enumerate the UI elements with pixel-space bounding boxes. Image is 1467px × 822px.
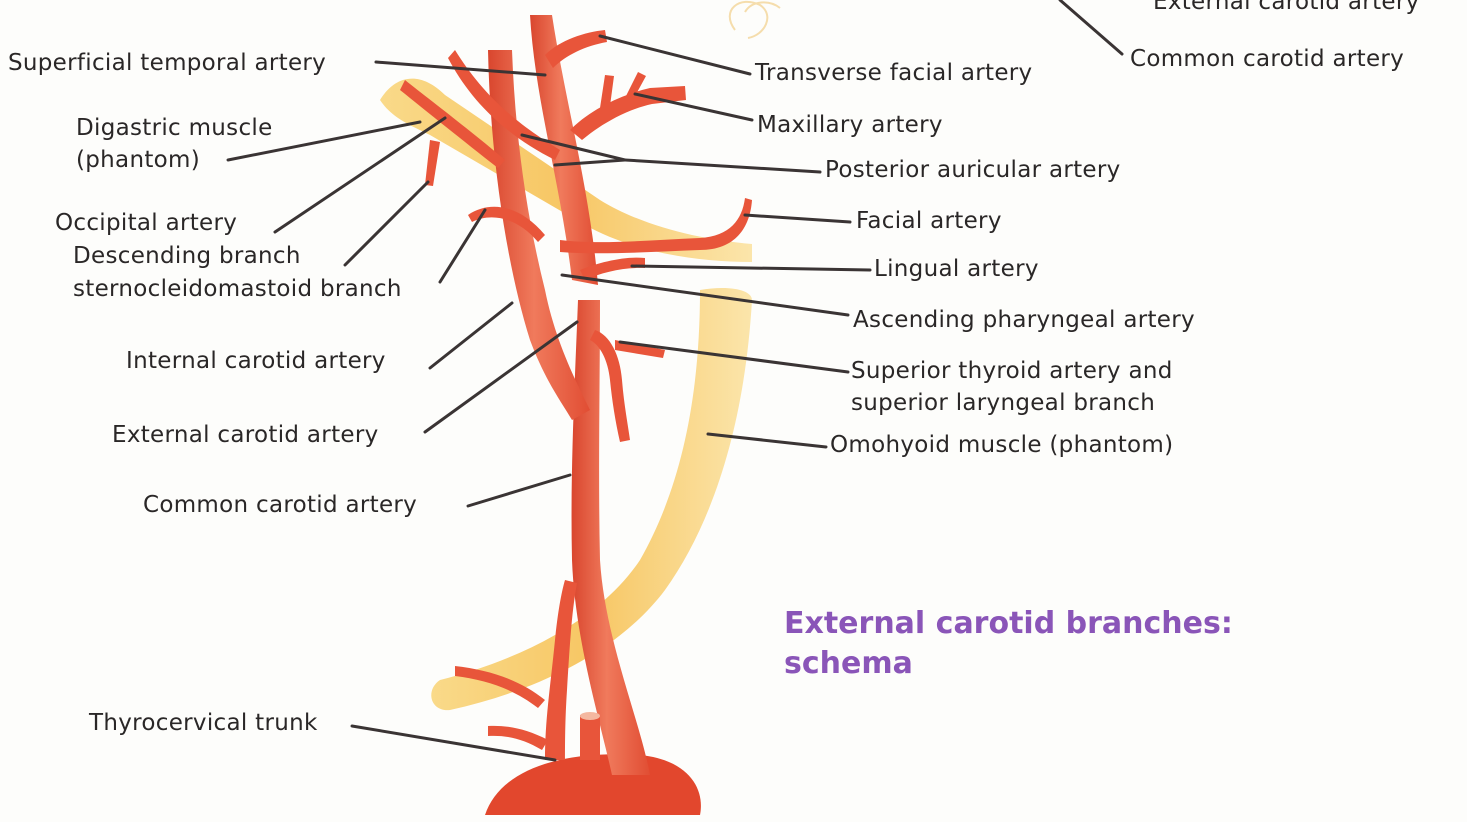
label-lingual-artery: Lingual artery	[874, 253, 1039, 285]
watermark-logo	[730, 2, 780, 38]
label-digastric-muscle: Digastric muscle	[76, 112, 273, 144]
label-common-carotid-artery-left: Common carotid artery	[143, 489, 417, 521]
label-descending-branch: Descending branch	[73, 240, 301, 272]
label-superficial-temporal-artery: Superficial temporal artery	[8, 47, 326, 79]
label-posterior-auricular-artery: Posterior auricular artery	[825, 154, 1121, 186]
label-superior-laryngeal-branch: superior laryngeal branch	[851, 387, 1155, 419]
caption-line-1: External carotid branches:	[784, 604, 1233, 644]
vertebral-vessel	[580, 715, 600, 760]
descending-branch-vessel	[425, 140, 440, 186]
label-external-carotid-artery-top-right: External carotid artery	[1153, 0, 1420, 18]
label-thyrocervical-trunk: Thyrocervical trunk	[89, 707, 318, 739]
aortic-arch	[485, 754, 701, 815]
label-sternocleidomastoid-branch: sternocleidomastoid branch	[73, 273, 402, 305]
label-superior-thyroid-artery: Superior thyroid artery and	[851, 355, 1173, 387]
cervical-branch-vessel	[488, 726, 548, 750]
vertebral-cut-end	[580, 712, 600, 720]
label-digastric-phantom: (phantom)	[76, 144, 200, 176]
label-facial-artery: Facial artery	[856, 205, 1002, 237]
label-occipital-artery: Occipital artery	[55, 207, 237, 239]
label-internal-carotid-artery: Internal carotid artery	[126, 345, 386, 377]
label-maxillary-artery: Maxillary artery	[757, 109, 943, 141]
caption-line-2: schema	[784, 644, 1233, 684]
label-transverse-facial-artery: Transverse facial artery	[755, 57, 1032, 89]
label-external-carotid-artery-left: External carotid artery	[112, 419, 379, 451]
label-omohyoid-muscle: Omohyoid muscle (phantom)	[830, 429, 1173, 461]
label-common-carotid-artery-right: Common carotid artery	[1130, 43, 1404, 75]
diagram-caption: External carotid branches: schema	[784, 604, 1233, 684]
label-ascending-pharyngeal-artery: Ascending pharyngeal artery	[853, 304, 1195, 336]
